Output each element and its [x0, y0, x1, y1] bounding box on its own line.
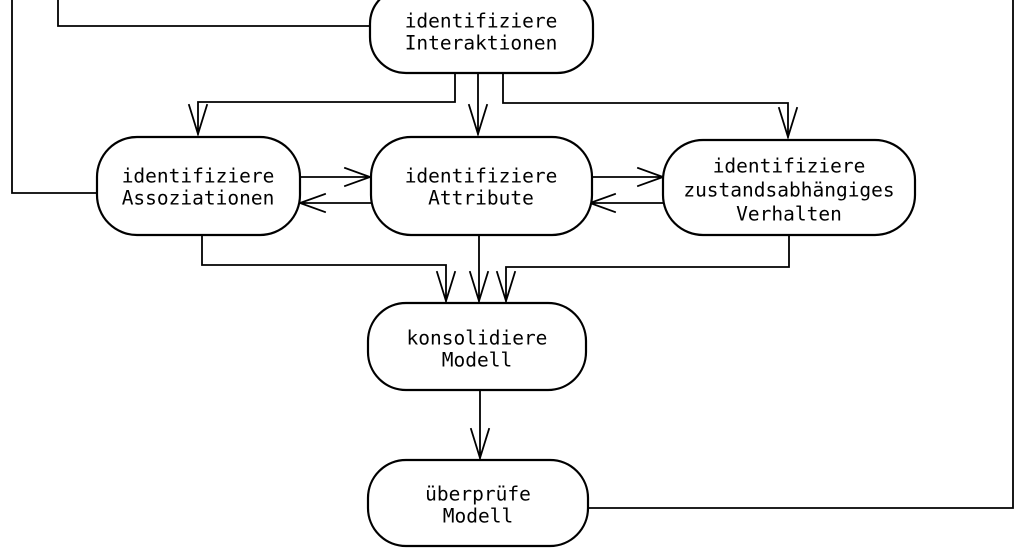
- node-label: Assoziationen: [122, 187, 275, 210]
- node-shape: [366, 458, 590, 548]
- edge-attribute-to-verhalten: [591, 166, 666, 188]
- edge-verhalten-to-konsolidiere: [495, 234, 790, 305]
- node-label: identifiziere: [405, 10, 558, 33]
- edge-ueberpruefe-to-offscreen: [587, 0, 1014, 509]
- node-label: Verhalten: [736, 203, 842, 226]
- node-shape: [366, 301, 588, 392]
- node-konsolidiere-modell: konsolidiere Modell: [366, 301, 588, 392]
- node-label: identifiziere: [122, 165, 275, 188]
- node-identifiziere-zustandsabhaengiges-verhalten: identifiziere zustandsabhängiges Verhalt…: [661, 138, 917, 237]
- edge-interaktionen-to-verhalten: [502, 72, 799, 141]
- edge-attribute-to-assoziationen: [297, 192, 372, 214]
- node-shape: [661, 138, 917, 237]
- edge-assoziationen-to-konsolidiere: [201, 234, 457, 305]
- node-label: Attribute: [428, 187, 534, 210]
- node-ueberpruefe-modell: überprüfe Modell: [366, 458, 590, 548]
- edge-interaktionen-to-attribute: [467, 72, 489, 138]
- node-label: konsolidiere: [407, 327, 548, 350]
- edge-assoziationen-to-attribute: [299, 166, 373, 188]
- node-label: Interaktionen: [405, 32, 558, 55]
- node-label: Modell: [442, 349, 512, 372]
- node-layer: identifiziere Interaktionen identifizier…: [95, 0, 917, 548]
- node-label: identifiziere: [713, 155, 866, 178]
- node-shape: [368, 0, 595, 75]
- node-label: überprüfe: [425, 483, 531, 506]
- edge-attribute-to-konsolidiere: [468, 234, 490, 305]
- edge-interaktionen-to-assoziationen: [187, 72, 456, 138]
- edge-konsolidiere-to-ueberpruefe: [469, 389, 491, 462]
- node-label: zustandsabhängiges: [683, 179, 894, 202]
- edge-verhalten-to-attribute: [587, 192, 665, 214]
- node-shape: [95, 135, 302, 237]
- node-label: Modell: [443, 505, 513, 528]
- edge-layer: [11, 0, 1014, 509]
- node-identifiziere-attribute: identifiziere Attribute: [369, 135, 594, 237]
- node-label: identifiziere: [405, 165, 558, 188]
- node-identifiziere-assoziationen: identifiziere Assoziationen: [95, 135, 302, 237]
- edge-offscreen-to-assoziationen: [11, 0, 98, 194]
- node-shape: [369, 135, 594, 237]
- edge-offscreen-to-interaktionen: [57, 0, 371, 27]
- node-identifiziere-interaktionen: identifiziere Interaktionen: [368, 0, 595, 75]
